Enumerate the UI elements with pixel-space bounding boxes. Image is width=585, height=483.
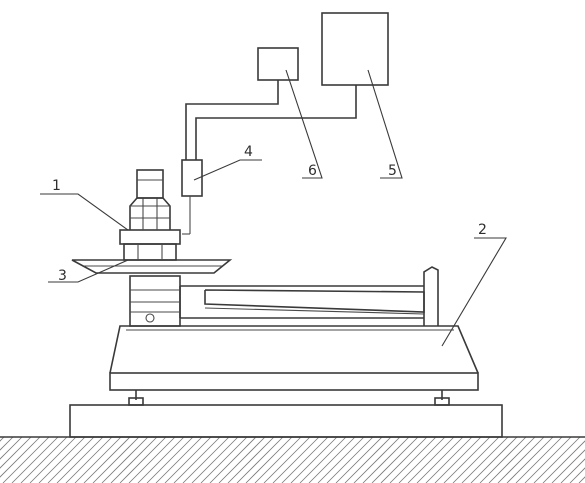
ground-hatch-line [362, 436, 410, 483]
ground-hatch-line [56, 436, 104, 483]
base-frame [109, 325, 479, 391]
ground-hatch-line [47, 436, 95, 483]
leveling-foot-right [434, 390, 450, 406]
ground-hatching [0, 436, 585, 483]
ground-hatch-line [398, 436, 446, 483]
ground-hatch-line [0, 436, 32, 469]
ground-hatch-line [353, 436, 401, 483]
ground-hatch-line [308, 436, 356, 483]
ground-hatch-line [317, 436, 365, 483]
ground-hatch-line [281, 436, 329, 483]
foundation-slab [69, 404, 503, 438]
ground-hatch-line [335, 436, 383, 483]
ground-hatch-line [479, 436, 527, 483]
ground-hatch-line [20, 436, 68, 483]
sensor-unit [181, 159, 203, 235]
ground-hatch-line [11, 436, 59, 483]
ground-hatch-line [218, 436, 266, 483]
ground-hatch-line [191, 436, 239, 483]
ground-hatch-line [164, 436, 212, 483]
ground-hatch-line [119, 436, 167, 483]
leveling-foot-left [128, 390, 144, 406]
ground-hatch-line [0, 436, 14, 451]
ground-hatch-line [38, 436, 86, 483]
ground-hatch-line [137, 436, 185, 483]
motor-stack [129, 169, 171, 230]
instrument-box-5 [321, 12, 389, 86]
ground-hatch-line [254, 436, 302, 483]
ground-hatch-line [425, 436, 473, 483]
ground-hatch-line [227, 436, 275, 483]
ground-hatch-line [236, 436, 284, 483]
ground-hatch-line [461, 436, 509, 483]
ground-hatch-line [101, 436, 149, 483]
ground-hatch-line [200, 436, 248, 483]
ground-hatch-line [155, 436, 203, 483]
ground-hatch-line [2, 436, 50, 483]
ground-hatch-line [488, 436, 536, 483]
ground-hatch-line [506, 436, 554, 483]
ground-hatch-line [551, 449, 585, 483]
callout-5: 5 [388, 163, 397, 179]
ground-hatch-line [560, 458, 585, 483]
ground-hatch-line [290, 436, 338, 483]
leader-lines [40, 69, 507, 347]
ground-hatch-line [299, 436, 347, 483]
ground-hatch-line [173, 436, 221, 483]
signal-cables [185, 80, 357, 160]
ground-hatch-line [245, 436, 293, 483]
ground-hatch-line [29, 436, 77, 483]
ground-hatch-line [272, 436, 320, 483]
ground-hatch-line [533, 436, 581, 483]
ground-hatch-line [92, 436, 140, 483]
ground-hatch-line [263, 436, 311, 483]
ground-hatch-line [524, 436, 572, 483]
ground-hatch-line [371, 436, 419, 483]
ground-hatch-line [0, 436, 41, 478]
ground-hatch-line [389, 436, 437, 483]
ground-hatch-line [434, 436, 482, 483]
ground-hatch-line [83, 436, 131, 483]
ground-hatch-line [569, 467, 585, 483]
ground-hatch-line [515, 436, 563, 483]
ground-hatch-line [407, 436, 455, 483]
ground-hatch-line [128, 436, 176, 483]
work-table-disc [71, 259, 233, 274]
ground-hatch-line [344, 436, 392, 483]
ground-hatch-line [326, 436, 374, 483]
spindle-hub [119, 229, 181, 261]
ground-hatch-line [497, 436, 545, 483]
ground-hatch-line [443, 436, 491, 483]
ground-hatch-line [110, 436, 158, 483]
ground-hatch-line [74, 436, 122, 483]
ground-hatch-line [0, 436, 23, 460]
callout-6: 6 [308, 163, 317, 179]
ground-hatch-line [182, 436, 230, 483]
lower-column-block [129, 275, 181, 327]
ground-hatch-line [452, 436, 500, 483]
callout-4: 4 [244, 144, 253, 160]
callout-1: 1 [52, 178, 61, 194]
ground-hatch-line [65, 436, 113, 483]
callout-3: 3 [58, 268, 67, 284]
ground-hatch-line [380, 436, 428, 483]
ground-hatch-line [542, 440, 585, 483]
ground-hatch-line [470, 436, 518, 483]
callout-2: 2 [478, 222, 487, 238]
cantilever-beam [179, 285, 425, 319]
ground-hatch-line [209, 436, 257, 483]
instrument-box-6 [257, 47, 299, 81]
ground-hatch-line [146, 436, 194, 483]
ground-hatch-line [416, 436, 464, 483]
rear-support-column [423, 266, 439, 326]
